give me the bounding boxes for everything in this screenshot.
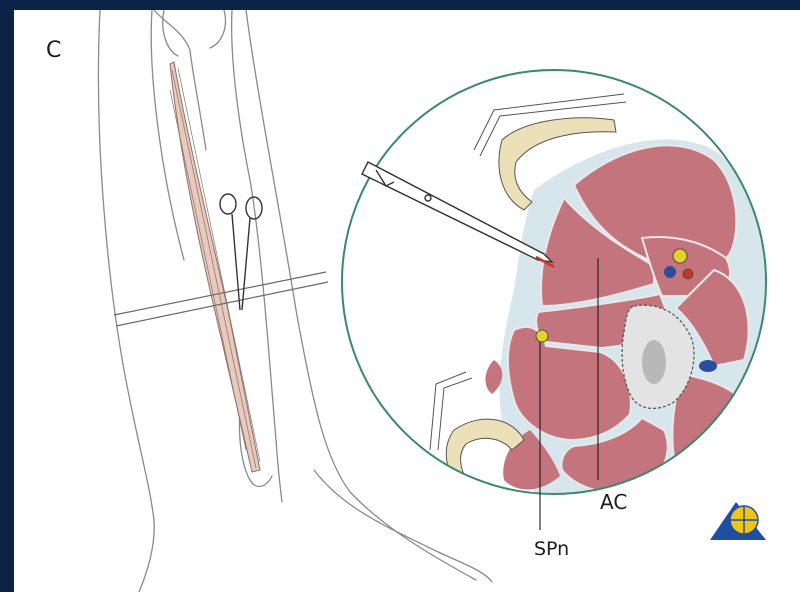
publisher-logo — [710, 502, 766, 540]
figure-panel: C AC SPn — [14, 10, 800, 592]
panel-label: C — [46, 40, 61, 62]
anatomical-illustration — [14, 10, 800, 592]
label-spn: SPn — [534, 540, 569, 559]
thin-muscle — [170, 62, 260, 472]
label-ac: AC — [600, 492, 627, 512]
